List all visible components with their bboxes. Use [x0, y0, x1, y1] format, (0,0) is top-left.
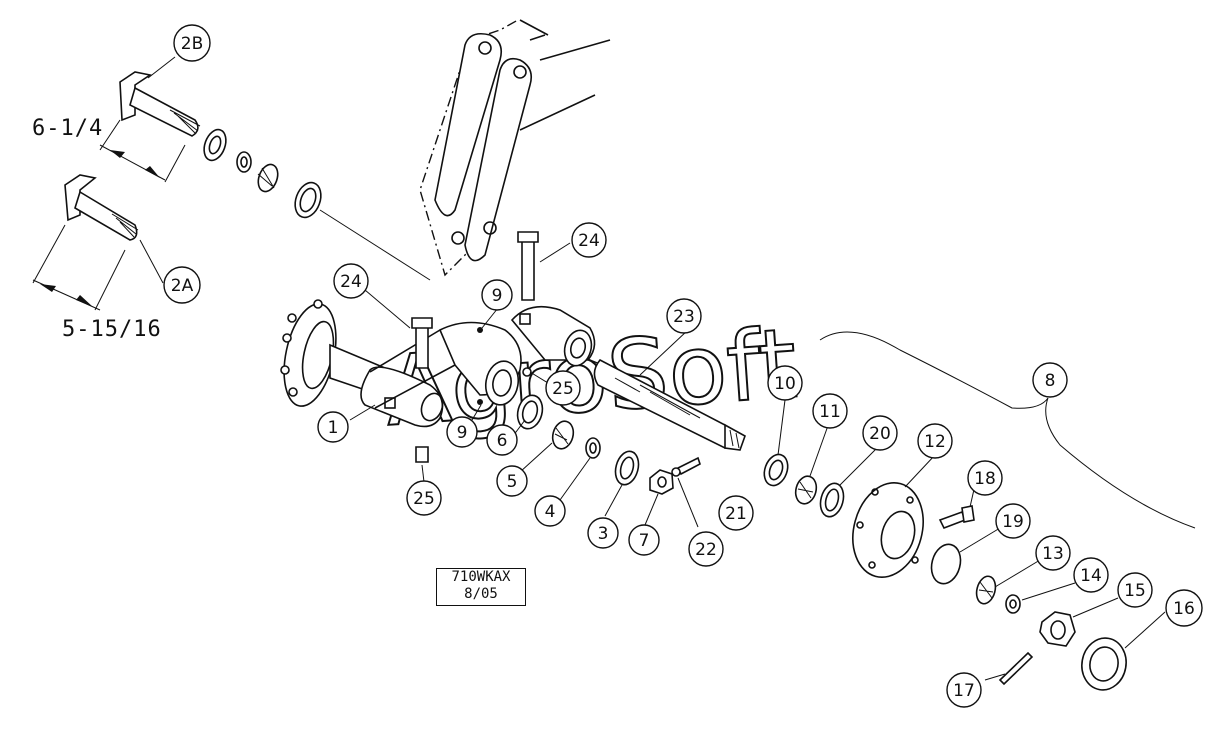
callout-balloon-10: 10 — [767, 365, 803, 401]
svg-text:21: 21 — [725, 504, 747, 524]
callout-balloon-15: 15 — [1117, 572, 1153, 608]
svg-text:16: 16 — [1173, 599, 1195, 619]
callout-balloon-22: 22 — [688, 531, 724, 567]
dimension-2a-label: 5-15/16 — [62, 317, 162, 342]
svg-text:11: 11 — [819, 402, 841, 422]
callout-balloon-13: 13 — [1035, 535, 1071, 571]
outer-hub-set — [763, 453, 1127, 691]
callout-balloon-7: 7 — [628, 524, 660, 556]
callout-balloon-2B: 2B — [173, 24, 211, 62]
svg-text:6: 6 — [497, 431, 508, 451]
lift-arm-frame — [419, 19, 611, 277]
pin-2a-part — [64, 174, 139, 241]
callout-balloon-14: 14 — [1073, 557, 1109, 593]
svg-text:24: 24 — [340, 272, 362, 292]
dimension-2a — [32, 224, 126, 311]
callout-balloon-12: 12 — [917, 423, 953, 459]
callout-balloon-9-bottom: 9 — [446, 416, 478, 448]
drawing-code-box: 710WKAX 8/05 — [436, 568, 526, 606]
callout-balloon-17: 17 — [946, 672, 982, 708]
dimension-2b-label: 6-1/4 — [32, 116, 103, 141]
callout-balloon-25-bottom: 25 — [406, 480, 442, 516]
svg-text:5: 5 — [507, 472, 518, 492]
svg-text:23: 23 — [673, 307, 695, 327]
svg-text:2B: 2B — [181, 34, 203, 54]
svg-text:3: 3 — [598, 524, 609, 544]
callout-balloon-3: 3 — [587, 517, 619, 549]
dimension-2b — [99, 119, 186, 183]
callout-balloon-25-right: 25 — [545, 370, 581, 406]
svg-text:25: 25 — [552, 379, 574, 399]
svg-text:24: 24 — [578, 231, 600, 251]
callout-balloon-9-top: 9 — [481, 279, 513, 311]
svg-text:17: 17 — [953, 681, 975, 701]
svg-text:12: 12 — [924, 432, 946, 452]
svg-text:9: 9 — [457, 423, 468, 443]
callout-balloon-11: 11 — [812, 393, 848, 429]
callout-balloon-8: 8 — [1032, 362, 1068, 398]
svg-text:10: 10 — [774, 374, 796, 394]
callout-balloon-21: 21 — [718, 495, 754, 531]
svg-text:2A: 2A — [171, 276, 194, 296]
svg-text:25: 25 — [413, 489, 435, 509]
shaft-part — [593, 358, 746, 451]
svg-text:8: 8 — [1045, 371, 1056, 391]
svg-text:4: 4 — [545, 502, 556, 522]
callout-balloon-24-left: 24 — [333, 263, 369, 299]
spindle-assembly — [280, 299, 611, 428]
callout-balloon-23: 23 — [666, 298, 702, 334]
leader-lines — [139, 56, 1196, 681]
drawing-code: 710WKAX — [451, 569, 511, 585]
svg-text:18: 18 — [974, 469, 996, 489]
callout-balloon-19: 19 — [995, 503, 1031, 539]
svg-text:9: 9 — [492, 286, 503, 306]
callout-balloon-20: 20 — [862, 415, 898, 451]
upper-bearing-stack — [203, 128, 431, 281]
callout-balloon-18: 18 — [967, 460, 1003, 496]
bolts-nuts — [411, 231, 539, 463]
callout-balloon-5: 5 — [496, 465, 528, 497]
svg-text:1: 1 — [328, 418, 339, 438]
inner-bearing-set — [516, 394, 701, 495]
svg-text:19: 19 — [1002, 512, 1024, 532]
callout-balloon-6: 6 — [486, 424, 518, 456]
callout-balloon-24-top: 24 — [571, 222, 607, 258]
svg-text:14: 14 — [1080, 566, 1102, 586]
svg-text:15: 15 — [1124, 581, 1146, 601]
callout-balloon-2A: 2A — [163, 266, 201, 304]
callout-balloon-1: 1 — [317, 411, 349, 443]
callout-balloon-4: 4 — [534, 495, 566, 527]
pin-2b-part — [119, 71, 201, 137]
drawing-date: 8/05 — [464, 586, 498, 602]
svg-text:13: 13 — [1042, 544, 1064, 564]
svg-text:20: 20 — [869, 424, 891, 444]
svg-text:22: 22 — [695, 540, 717, 560]
callout-balloon-16: 16 — [1165, 589, 1203, 627]
svg-text:7: 7 — [639, 531, 650, 551]
